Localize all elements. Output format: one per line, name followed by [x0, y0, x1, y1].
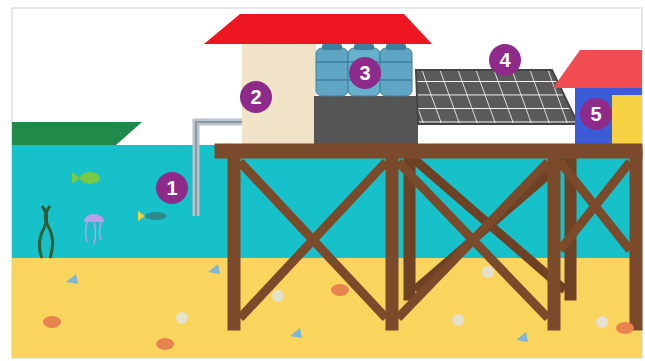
front-stilts: [215, 144, 642, 330]
shed-wall: [575, 88, 642, 145]
jellyfish: [84, 214, 104, 244]
frame: [12, 8, 642, 358]
tank-stand: [314, 96, 418, 145]
callout-number: 1: [156, 172, 188, 204]
shells: [43, 264, 634, 350]
fish: [72, 172, 167, 221]
callout-number: 2: [240, 81, 272, 113]
shed-roof: [553, 50, 642, 88]
solar-panel: [416, 70, 578, 124]
water-tanks: [316, 44, 412, 96]
callout-number: 4: [489, 44, 521, 76]
seaweed: [39, 206, 52, 258]
house-roof: [204, 14, 432, 44]
callout-number: 5: [580, 98, 612, 130]
callout-number: 3: [349, 57, 381, 89]
boat: [12, 122, 142, 145]
shed-door: [612, 95, 642, 145]
